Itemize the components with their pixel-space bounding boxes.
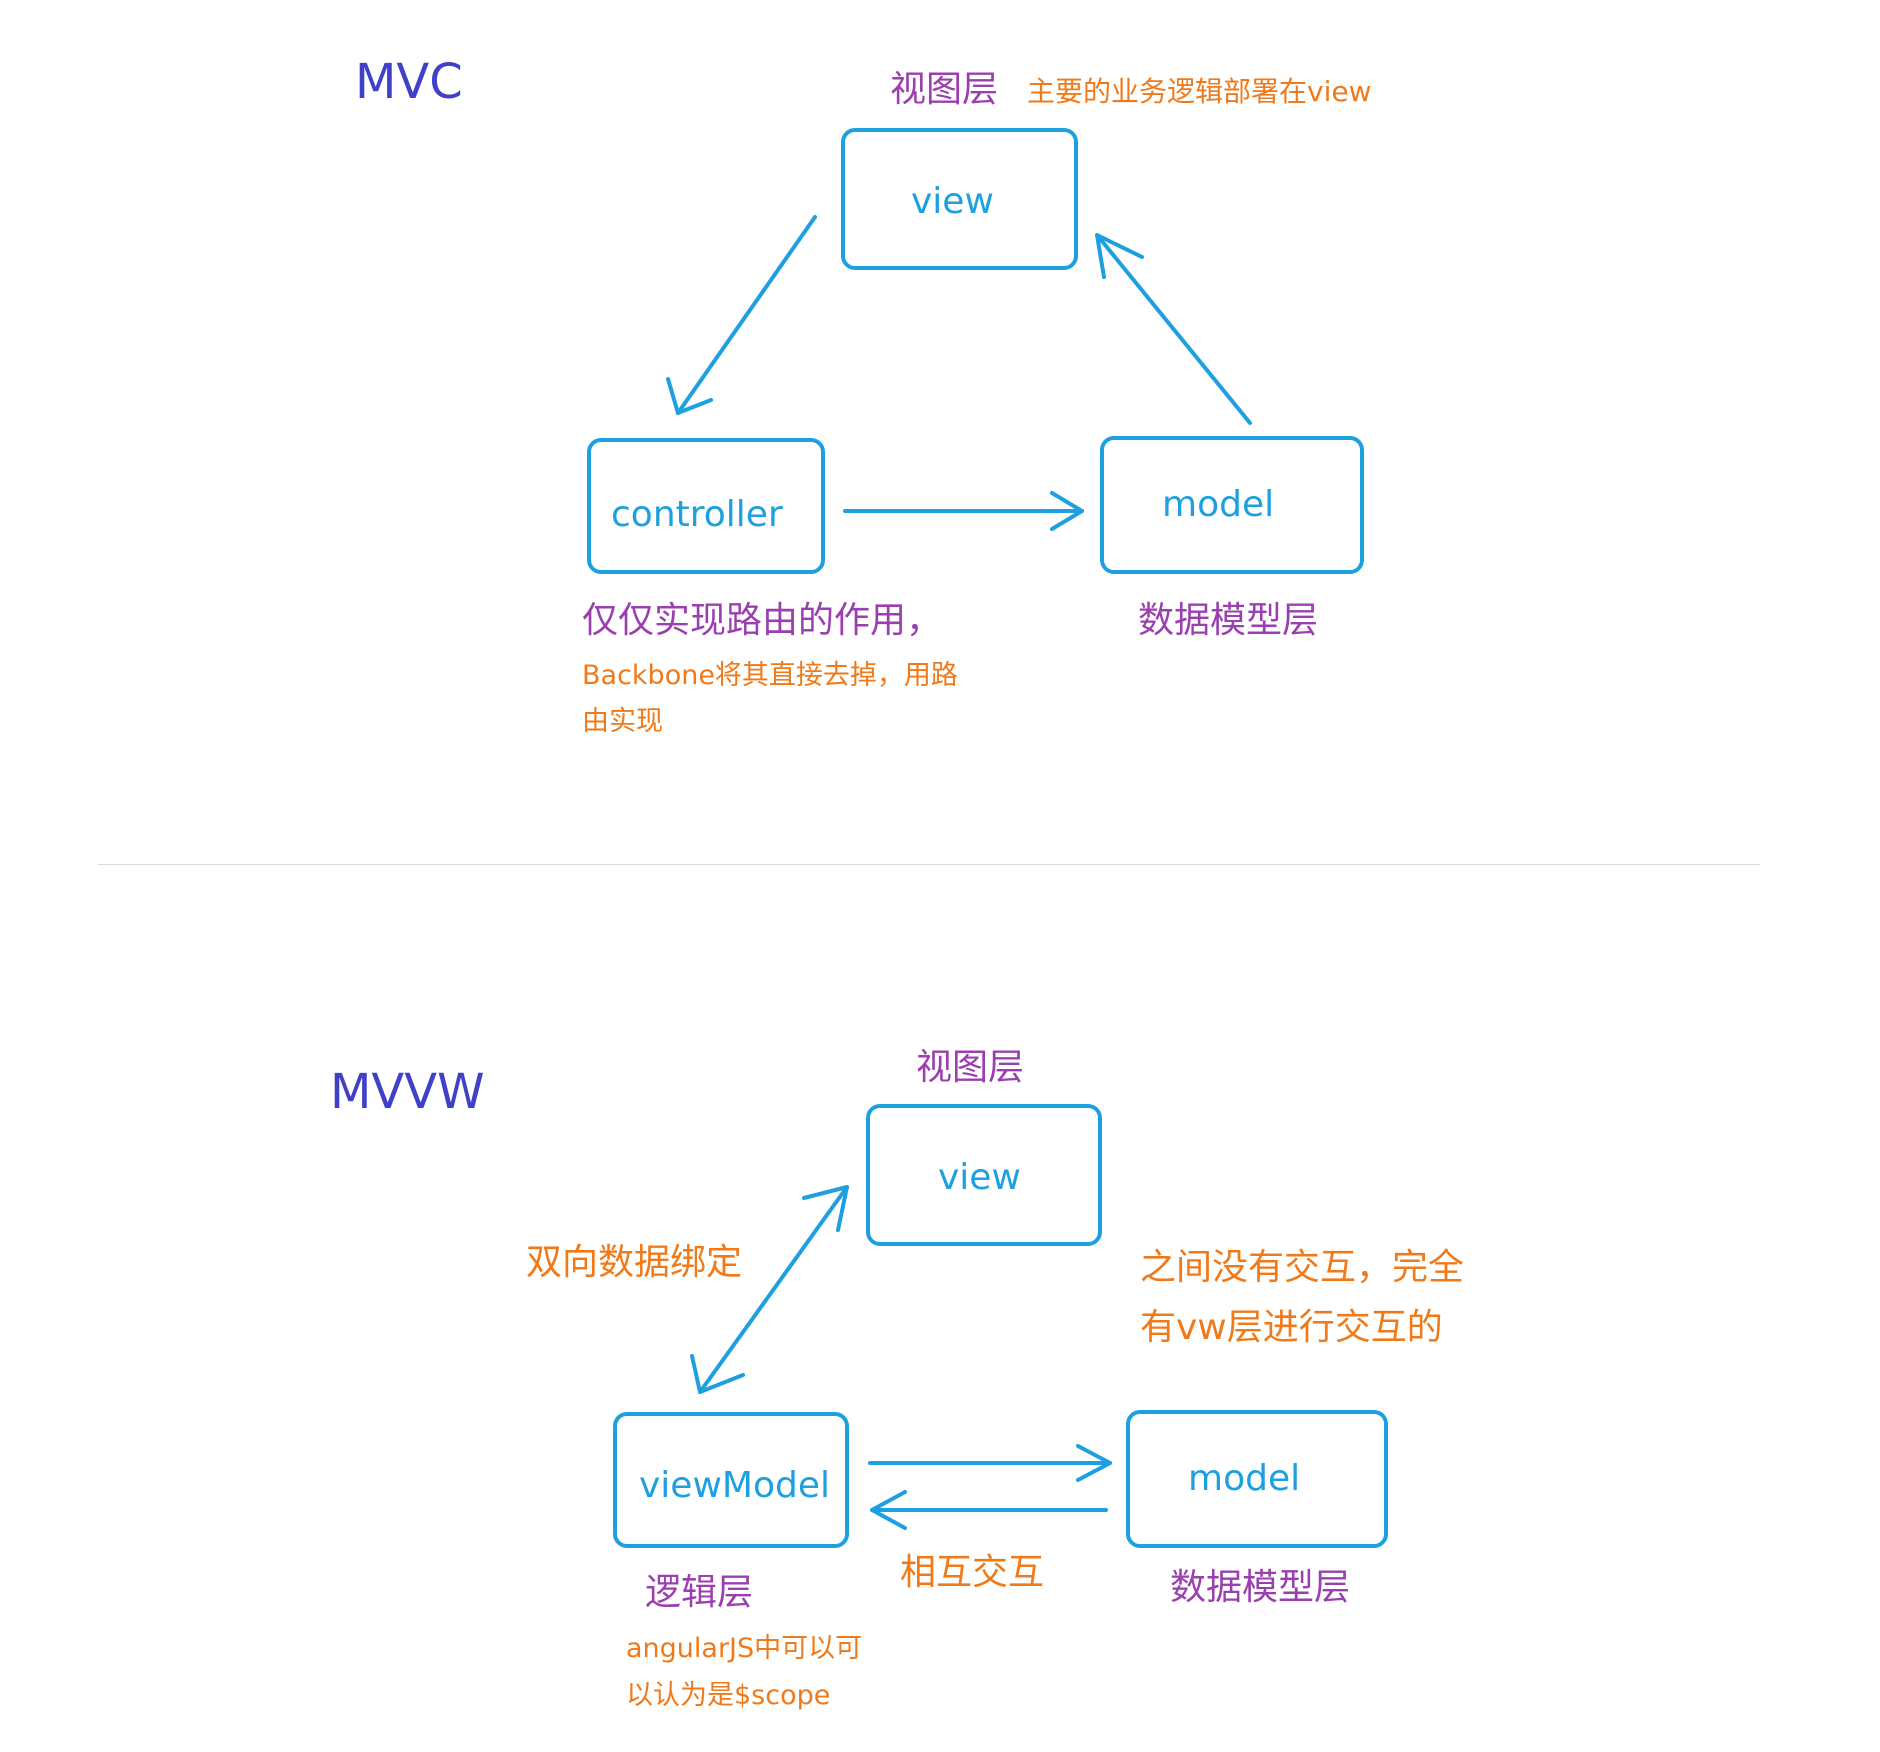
section-divider <box>98 864 1760 865</box>
mvvw-model-label: model <box>1188 1458 1301 1499</box>
mvc-controller-note-3: 由实现 <box>582 706 663 737</box>
arrow-controller-to-model <box>843 491 1084 531</box>
mvc-controller-note-1: 仅仅实现路由的作用， <box>582 600 943 641</box>
mvvw-viewmodel-note-2: 以认为是$scope <box>626 1680 831 1711</box>
mvc-view-label: view <box>911 181 994 222</box>
mvc-title: MVC <box>355 54 463 110</box>
mvc-view-layer-label: 视图层 <box>890 69 999 110</box>
arrow-view-to-controller <box>666 215 817 415</box>
mvvw-view-layer-label: 视图层 <box>916 1047 1025 1088</box>
mvvw-side-note-1: 之间没有交互，完全 <box>1140 1247 1465 1288</box>
mvc-model-node: model <box>1100 436 1364 574</box>
mvvw-viewmodel-layer-label: 逻辑层 <box>645 1572 754 1613</box>
mvc-view-note: 主要的业务逻辑部署在view <box>1027 75 1372 108</box>
mvc-view-node: view <box>841 128 1078 270</box>
mvvw-model-node: model <box>1126 1410 1388 1548</box>
mvvw-interaction-note: 相互交互 <box>900 1552 1045 1593</box>
arrow-viewmodel-to-model <box>868 1444 1112 1482</box>
arrow-view-viewmodel-bidirectional <box>690 1185 849 1394</box>
mvc-controller-label: controller <box>611 494 783 535</box>
mvvw-viewmodel-node: viewModel <box>613 1412 849 1548</box>
mvvw-title: MVVW <box>330 1064 485 1120</box>
mvc-controller-node: controller <box>587 438 825 574</box>
mvvw-viewmodel-note-1: angularJS中可以可 <box>626 1633 863 1664</box>
mvvw-side-note-2: 有vw层进行交互的 <box>1140 1307 1443 1348</box>
mvvw-model-layer-label: 数据模型层 <box>1170 1567 1351 1608</box>
mvc-controller-note-2: Backbone将其直接去掉，用路 <box>582 660 958 691</box>
mvvw-viewmodel-label: viewModel <box>639 1465 830 1506</box>
mvvw-binding-note: 双向数据绑定 <box>526 1242 743 1283</box>
mvvw-view-node: view <box>866 1104 1102 1246</box>
mvvw-view-label: view <box>938 1157 1021 1198</box>
arrow-model-to-view <box>1095 233 1252 425</box>
mvc-model-label: model <box>1162 484 1275 525</box>
arrow-model-to-viewmodel <box>870 1490 1108 1530</box>
mvc-model-layer-label: 数据模型层 <box>1138 600 1319 641</box>
